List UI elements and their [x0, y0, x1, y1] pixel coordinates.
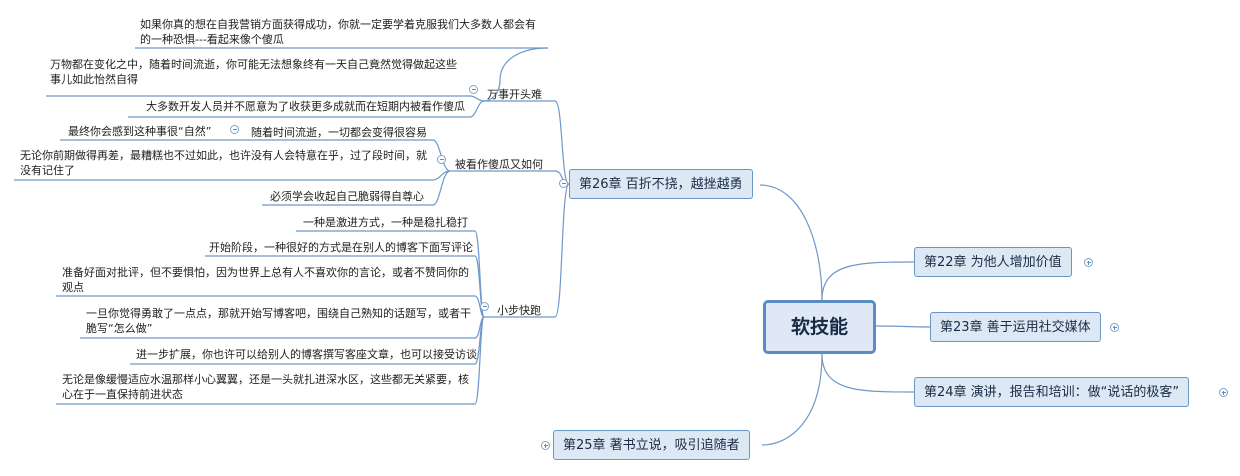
leaf-w2[interactable]: 万物都在变化之中，随着时间流逝，你可能无法想象终有一天自己竟然觉得做起这些事儿如… — [50, 58, 457, 86]
chapter-22-node[interactable]: 第22章 为他人增加价值 — [914, 247, 1072, 277]
leaf-x4[interactable]: 一旦你觉得勇敢了一点点，那就开始写博客吧，围绕自己熟知的话题写，或者干脆写“怎么… — [86, 307, 471, 335]
branch-wanshi[interactable]: 万事开头难 — [487, 88, 542, 101]
leaf-w1[interactable]: 如果你真的想在自我营销方面获得成功，你就一定要学着克服我们大多数人都会有的一种恐… — [140, 18, 536, 46]
leaf-x6[interactable]: 无论是像缓慢适应水温那样小心翼翼，还是一头就扎进深水区，这些都无关紧要，核心在于… — [62, 373, 469, 401]
branch-suizhe[interactable]: 随着时间流逝，一切都会变得很容易 — [251, 126, 427, 139]
leaf-x2[interactable]: 开始阶段，一种很好的方式是在别人的博客下面写评论 — [209, 241, 473, 254]
expand-ch23-icon[interactable] — [1110, 323, 1119, 332]
leaf-b3[interactable]: 必须学会收起自己脆弱得自尊心 — [270, 190, 424, 203]
leaf-x3[interactable]: 准备好面对批评，但不要惧怕，因为世界上总有人不喜欢你的言论，或者不赞同你的观点 — [62, 266, 469, 294]
branch-xiaobu[interactable]: 小步快跑 — [497, 304, 541, 317]
leaf-x1[interactable]: 一种是激进方式，一种是稳扎稳打 — [303, 216, 468, 229]
collapse-suizhe-icon[interactable] — [230, 125, 239, 134]
leaf-b1[interactable]: 最终你会感到这种事很“自然” — [68, 125, 212, 138]
expand-ch24-icon[interactable] — [1219, 388, 1228, 397]
chapter-23-node[interactable]: 第23章 善于运用社交媒体 — [930, 312, 1101, 342]
chapter-25-node[interactable]: 第25章 著书立说，吸引追随者 — [553, 430, 750, 460]
leaf-b2[interactable]: 无论你前期做得再差，最糟糕也不过如此，也许没有人会特意在乎，过了段时间，就没有记… — [20, 149, 427, 177]
branch-beikan[interactable]: 被看作傻瓜又如何 — [455, 158, 543, 171]
leaf-w3[interactable]: 大多数开发人员并不愿意为了收获更多成就而在短期内被看作傻瓜 — [146, 100, 465, 113]
collapse-wanshi-icon[interactable] — [469, 85, 478, 94]
leaf-x5[interactable]: 进一步扩展，你也许可以给别人的博客撰写客座文章，也可以接受访谈 — [136, 348, 477, 361]
chapter-26-node[interactable]: 第26章 百折不挠，越挫越勇 — [569, 169, 753, 199]
collapse-beikan-icon[interactable] — [437, 155, 446, 164]
collapse-ch26-icon[interactable] — [559, 179, 568, 188]
chapter-24-node[interactable]: 第24章 演讲，报告和培训：做“说话的极客” — [914, 377, 1190, 407]
collapse-xiaobu-icon[interactable] — [480, 302, 489, 311]
expand-ch22-icon[interactable] — [1084, 258, 1093, 267]
expand-ch25-icon[interactable] — [541, 441, 550, 450]
central-topic[interactable]: 软技能 — [763, 300, 876, 354]
